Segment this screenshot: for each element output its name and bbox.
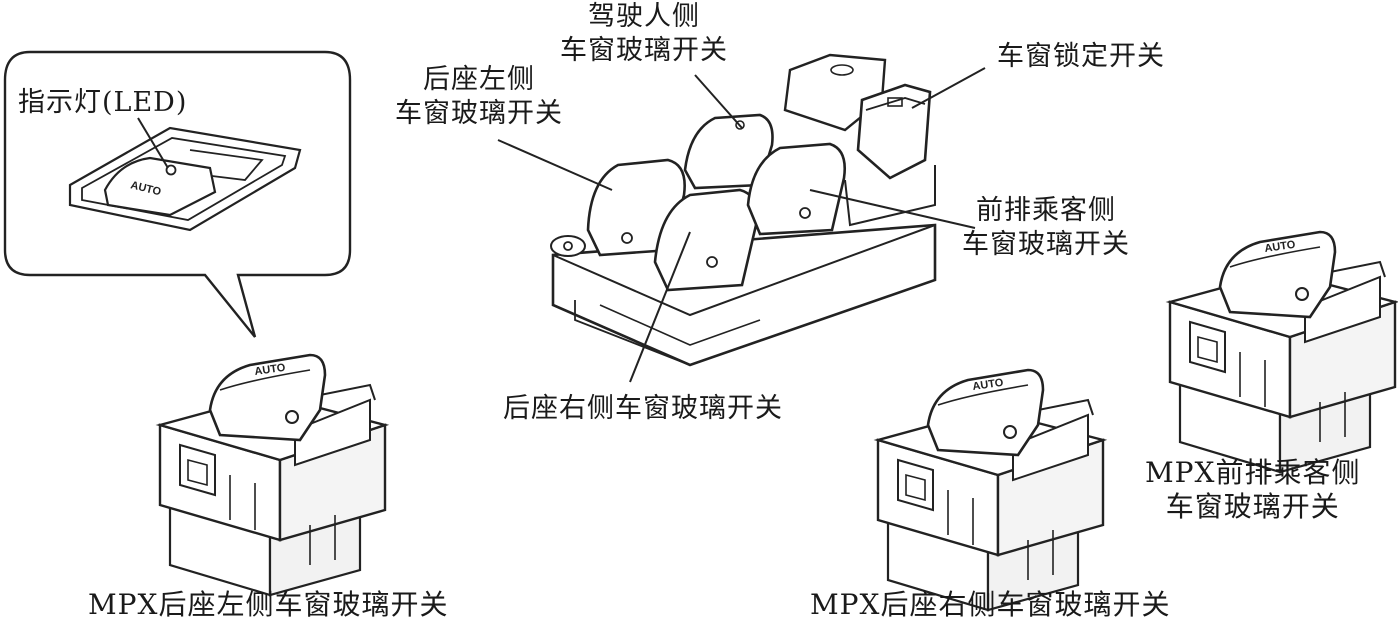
mpx-rear-left-switch: AUTO <box>158 353 387 597</box>
led-callout-bubble: AUTO <box>3 50 352 338</box>
label-rear-right-switch: 后座右侧车窗玻璃开关 <box>503 393 783 424</box>
leader-front-passenger <box>809 189 976 229</box>
mpx-front-passenger-switch: AUTO <box>1168 230 1397 474</box>
label-rear-left-switch: 后座左侧 车窗玻璃开关 <box>395 64 563 129</box>
svg-text:AUTO: AUTO <box>972 377 1005 393</box>
label-front-passenger-switch: 前排乘客侧 车窗玻璃开关 <box>962 195 1130 260</box>
master-switch-assembly <box>550 53 937 367</box>
leader-window-lock <box>911 67 986 109</box>
label-led-indicator: 指示灯(LED) <box>18 87 188 118</box>
svg-text:AUTO: AUTO <box>1264 239 1297 255</box>
label-mpx-rear-right: MPX后座右侧车窗玻璃开关 <box>810 588 1171 621</box>
leader-driver <box>694 74 743 129</box>
label-window-lock-switch: 车窗锁定开关 <box>997 41 1165 72</box>
mpx-rear-right-switch: AUTO <box>876 368 1105 612</box>
led-pointer-line <box>137 117 169 169</box>
led-switch-closeup: AUTO <box>68 126 302 232</box>
leader-lines <box>497 67 986 383</box>
leader-rear-right <box>629 231 691 383</box>
label-driver-switch: 驾驶人侧 车窗玻璃开关 <box>560 1 728 66</box>
label-mpx-front-passenger: MPX前排乘客侧 车窗玻璃开关 <box>1145 456 1361 523</box>
label-mpx-rear-left: MPX后座左侧车窗玻璃开关 <box>88 588 449 621</box>
svg-text:AUTO: AUTO <box>254 362 287 378</box>
leader-rear-left <box>497 139 613 191</box>
